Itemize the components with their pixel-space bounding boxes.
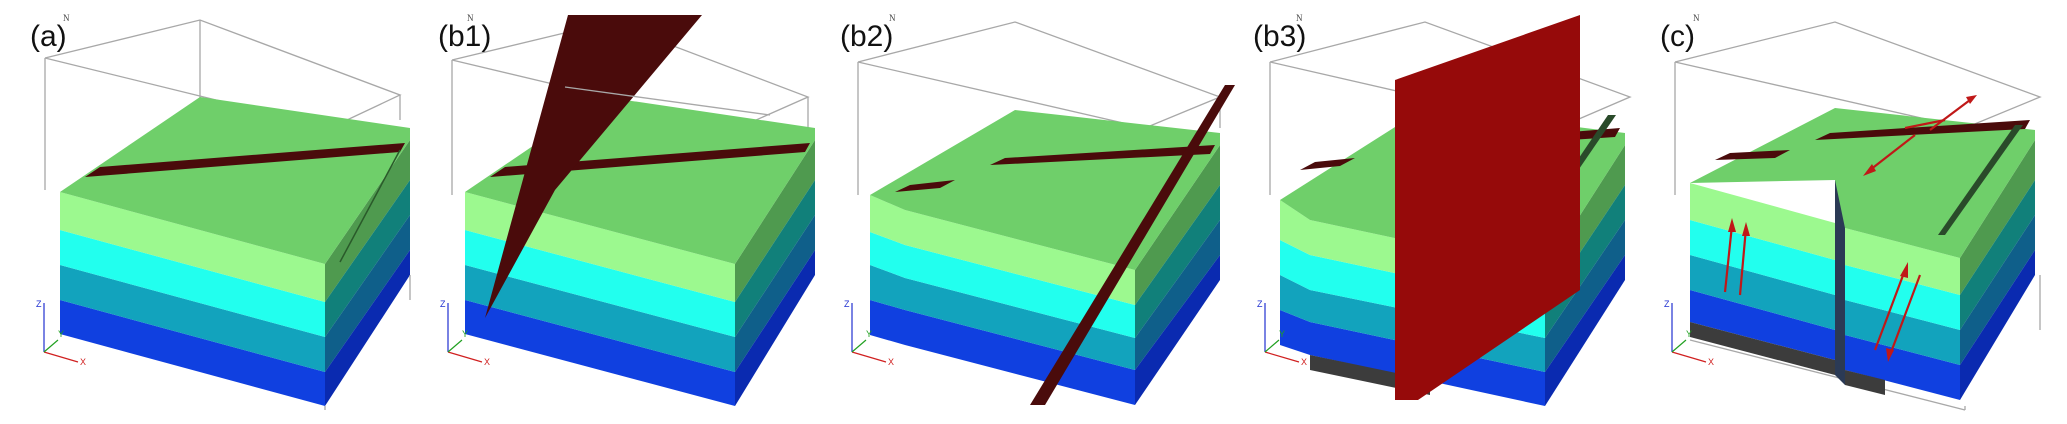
fault-trace <box>1300 158 1355 170</box>
stratum-3-front <box>60 265 325 372</box>
axis-triad-c <box>1671 303 1707 363</box>
side-face-3 <box>735 215 815 372</box>
stratum-4-front <box>1690 290 1835 360</box>
axis-label-x: X <box>1708 357 1715 367</box>
panel-label-b1: (b1) <box>438 20 492 53</box>
side-face-top <box>325 140 410 302</box>
panel-label-c: (c) <box>1660 20 1695 53</box>
fault-plane <box>1030 85 1235 405</box>
stratum-2-front <box>1690 220 1835 295</box>
stratum-2-front <box>1845 265 1960 330</box>
stratum-4-front <box>60 300 325 406</box>
bounding-box <box>1674 21 2042 411</box>
slip-arrows <box>1723 95 1977 362</box>
axis-triad-b2 <box>851 303 887 363</box>
side-face-4 <box>1960 250 2035 400</box>
stratum-2-front <box>870 232 1135 338</box>
axis-label-x: X <box>1301 357 1308 367</box>
side-face-2 <box>325 180 410 337</box>
top-surface <box>60 97 410 264</box>
axis-triad-b3 <box>1264 303 1300 363</box>
side-face-3 <box>325 215 410 372</box>
stratum-4-front <box>1845 335 1960 400</box>
stratum-1-front <box>1690 183 1835 260</box>
panel-label-b2: (b2) <box>840 20 894 53</box>
side-face-4 <box>1135 255 1220 405</box>
gray-layer <box>1845 370 1885 395</box>
side-face-top <box>735 140 815 302</box>
north-marker: N <box>1296 13 1303 23</box>
stratum-1-front <box>870 195 1135 305</box>
panel-label-b3: (b3) <box>1253 20 1307 53</box>
fault-slit <box>1938 125 2023 235</box>
side-face-3 <box>1960 215 2035 365</box>
fault-gap <box>1835 180 1845 385</box>
side-face-2 <box>1135 185 1220 338</box>
side-face-4 <box>325 250 410 406</box>
side-face-top <box>1135 145 1220 305</box>
fault-trace <box>990 145 1215 165</box>
stratum-2-front <box>60 230 325 337</box>
stratum-1-front <box>1845 228 1960 295</box>
side-face-4 <box>735 250 815 406</box>
axis-label-z: Z <box>440 299 446 309</box>
axis-label-z: Z <box>1664 299 1670 309</box>
stratum-4-front <box>465 300 735 406</box>
side-face-2 <box>735 180 815 337</box>
axis-triad-a <box>43 303 79 363</box>
north-marker: N <box>467 13 474 23</box>
top-surface <box>870 110 1220 270</box>
stratum-3-front <box>1845 300 1960 365</box>
fault-trace <box>85 143 405 177</box>
axis-label-y: Y <box>462 329 469 339</box>
side-face-3 <box>1545 220 1625 372</box>
axis-label-y: Y <box>866 329 873 339</box>
stratum-4-front <box>870 300 1135 405</box>
side-face-top <box>1960 140 2035 295</box>
stratum-2-front <box>465 230 735 337</box>
stratum-1-front <box>60 192 325 302</box>
north-marker: N <box>889 13 896 23</box>
north-marker: N <box>63 13 70 23</box>
axis-label-y: Y <box>1686 329 1693 339</box>
axis-label-z: Z <box>844 299 850 309</box>
axis-label-z: Z <box>36 299 42 309</box>
north-marker: N <box>1693 13 1700 23</box>
axis-triad-b1 <box>447 303 483 363</box>
side-face-2 <box>1960 180 2035 330</box>
axis-label-y: Y <box>1279 329 1286 339</box>
panel-label-a: (a) <box>30 20 67 53</box>
axis-label-x: X <box>484 357 491 367</box>
gray-layer <box>1690 322 1835 375</box>
fault-trace <box>1715 150 1790 160</box>
fault-trace <box>1815 120 2030 140</box>
side-face-4 <box>1545 255 1625 406</box>
side-face-3 <box>1135 220 1220 370</box>
axis-label-x: X <box>888 357 895 367</box>
stratum-3-front <box>465 265 735 372</box>
axis-label-y: Y <box>58 329 65 339</box>
axis-label-x: X <box>80 357 87 367</box>
fault-plane <box>485 15 702 318</box>
axis-label-z: Z <box>1257 299 1263 309</box>
fault-trace <box>895 180 955 192</box>
fault-plane <box>1395 15 1580 400</box>
